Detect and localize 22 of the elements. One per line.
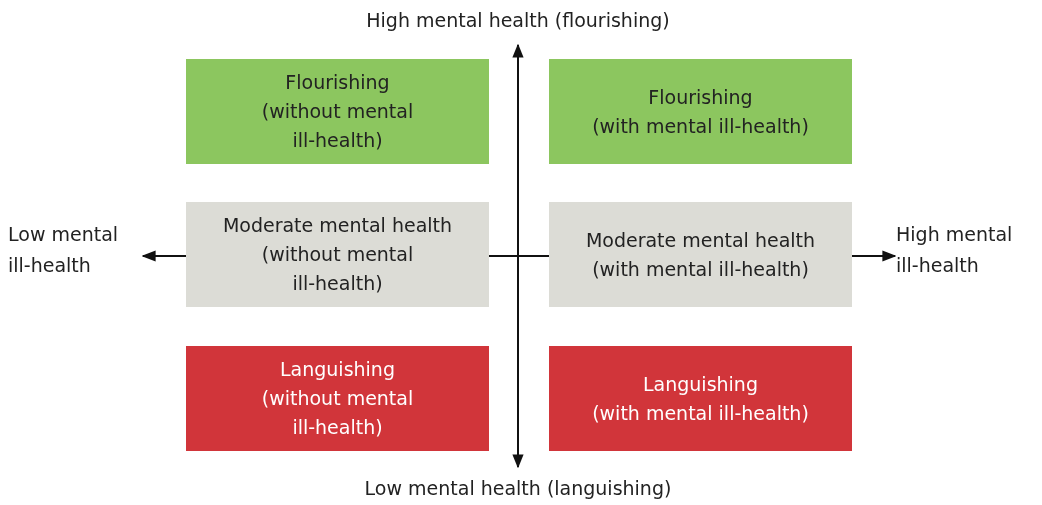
moderate-box xyxy=(186,202,489,307)
box-heading: Moderate mental health xyxy=(222,213,453,238)
box-subtitle: (with mental ill-health) xyxy=(592,400,809,426)
flourishing-box xyxy=(186,59,489,164)
axis-label: Low mental ill-health xyxy=(8,222,120,278)
box-heading: Languishing xyxy=(643,371,758,397)
box-heading: Flourishing xyxy=(285,70,390,95)
moderate-box xyxy=(549,202,852,307)
flourishing-box xyxy=(549,59,852,164)
axis-label: High mental health (flourishing) xyxy=(366,9,670,31)
box-subtitle: (without mental ill-health) xyxy=(260,386,415,440)
box-heading: Flourishing xyxy=(648,84,753,110)
box-subtitle: (without mental ill-health) xyxy=(260,242,415,296)
languishing-box xyxy=(186,346,489,451)
axis-label: Low mental health (languishing) xyxy=(364,477,672,499)
box-subtitle: (without mental ill-health) xyxy=(260,99,415,153)
languishing-box xyxy=(549,346,852,451)
box-subtitle: (with mental ill-health) xyxy=(592,256,809,282)
box-heading: Moderate mental health xyxy=(585,227,816,253)
axis-label: High mental ill-health xyxy=(896,222,1014,278)
box-heading: Languishing xyxy=(280,357,395,382)
box-subtitle: (with mental ill-health) xyxy=(592,113,809,139)
